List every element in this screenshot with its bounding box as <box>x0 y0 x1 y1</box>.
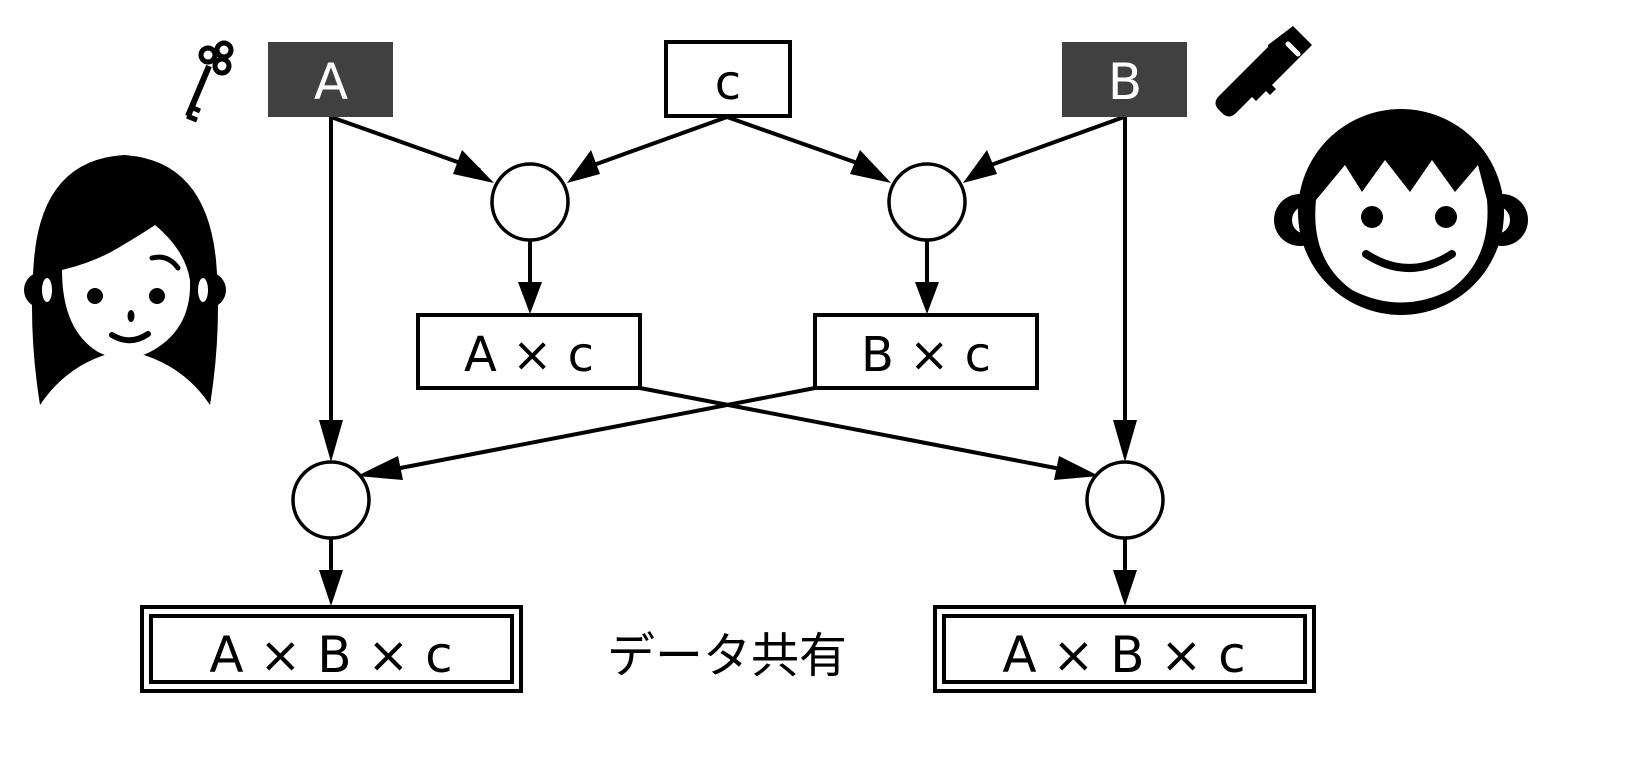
mult-circle-top-left <box>490 162 570 242</box>
woman-face-icon <box>24 155 226 405</box>
edge-axc-to-bottom-right-circle <box>639 386 1067 472</box>
data-sharing-caption: データ共有 <box>607 628 847 684</box>
node-b-times-c-label: B × c <box>861 327 991 383</box>
arrowhead <box>1054 456 1099 480</box>
node-shared-c: c <box>664 40 792 118</box>
mult-circle-top-right <box>887 162 967 242</box>
node-key-b-label: B <box>1108 53 1142 111</box>
node-key-a: A <box>268 42 393 117</box>
arrowhead <box>518 282 542 314</box>
arrowhead <box>453 150 494 183</box>
arrowhead <box>357 456 403 480</box>
arrowhead <box>319 570 343 606</box>
boy-face-icon <box>1274 109 1528 315</box>
arrowheads <box>319 150 1137 606</box>
arrowhead <box>850 150 891 183</box>
mult-circle-bottom-right <box>1085 460 1165 540</box>
edge-c-to-top-left-circle <box>579 115 728 172</box>
node-result-bob-label: A × B × c <box>1002 626 1245 684</box>
arrowhead <box>319 420 343 462</box>
arrowhead <box>963 150 997 183</box>
node-b-times-c: B × c <box>813 313 1039 390</box>
edge-a-to-top-left-circle <box>330 115 481 172</box>
arrowhead <box>1113 570 1137 606</box>
edge-c-to-top-right-circle <box>726 115 878 172</box>
node-shared-c-label: c <box>715 55 741 111</box>
mult-circle-bottom-left <box>291 460 371 540</box>
antique-key-icon <box>185 40 234 123</box>
modern-key-icon <box>1215 26 1312 117</box>
node-result-alice: A × B × c <box>140 605 523 693</box>
node-result-bob: A × B × c <box>933 605 1316 693</box>
edge-b-to-top-right-circle <box>976 115 1125 172</box>
arrowhead <box>915 282 939 314</box>
node-a-times-c: A × c <box>416 313 642 390</box>
node-a-times-c-label: A × c <box>464 327 594 383</box>
edge-bxc-to-bottom-left-circle <box>389 386 816 472</box>
node-result-alice-label: A × B × c <box>209 626 452 684</box>
arrowhead <box>567 150 600 183</box>
node-key-a-label: A <box>314 53 348 111</box>
edges <box>329 115 1127 580</box>
node-key-b: B <box>1062 42 1187 117</box>
arrowhead <box>1113 420 1137 462</box>
